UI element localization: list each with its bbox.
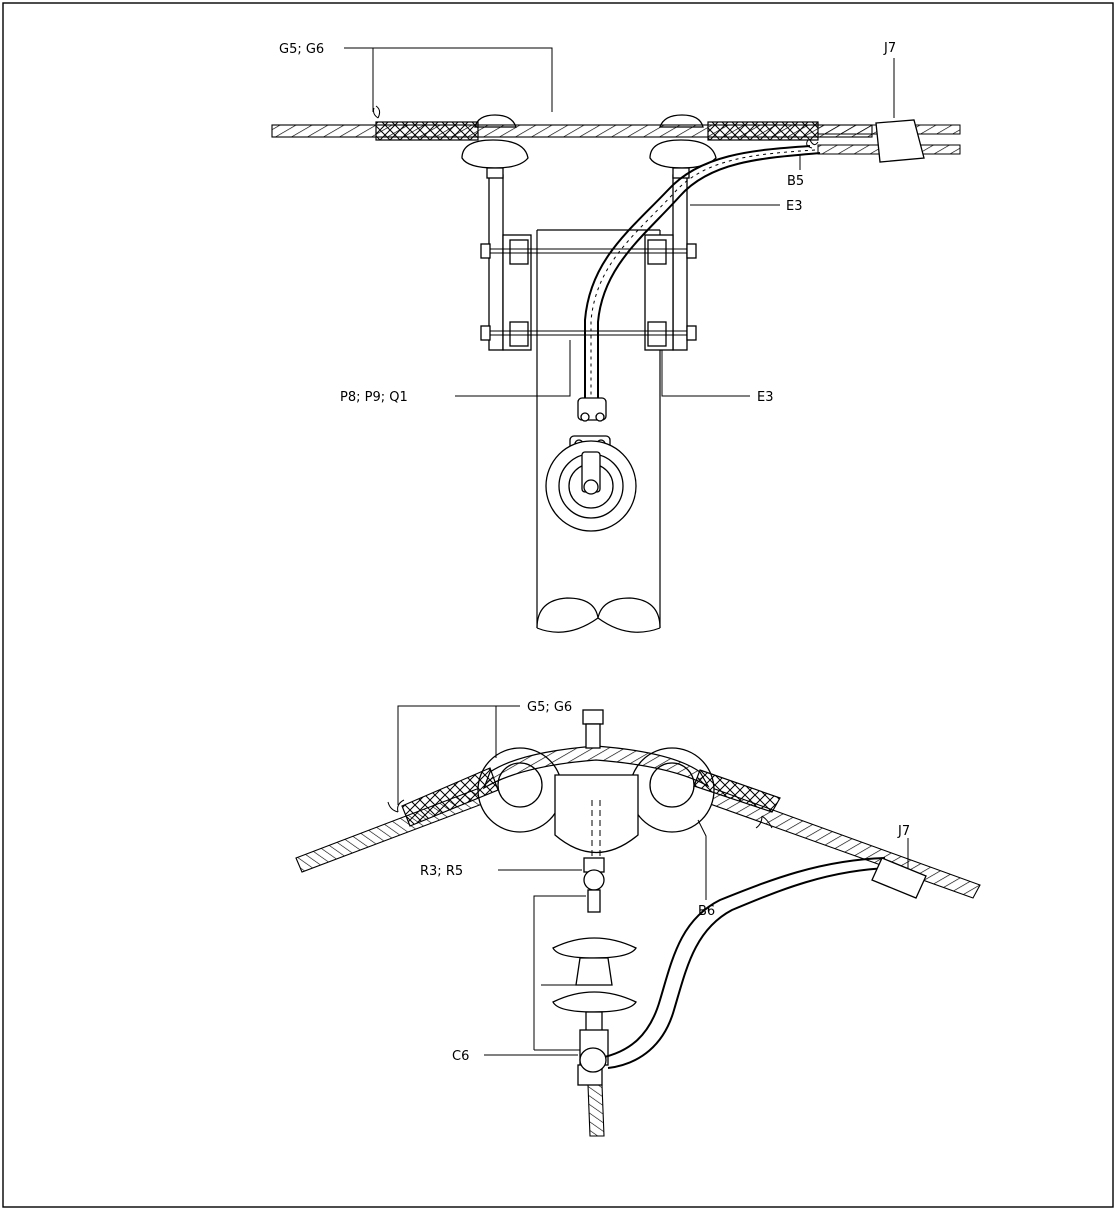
pole — [536, 229, 661, 633]
insulator-right — [649, 114, 717, 179]
jumper-clamp — [545, 397, 637, 532]
label-e3-lower: E3 — [757, 390, 774, 405]
j7-connector-top — [875, 119, 925, 163]
label-b5: B5 — [787, 174, 804, 189]
label-g5-g6-top: G5; G6 — [279, 42, 324, 57]
left-bracket — [480, 174, 532, 351]
label-j7-bottom: J7 — [897, 824, 910, 839]
right-bracket — [644, 174, 697, 351]
label-c6: C6 — [452, 1049, 469, 1064]
insulator-left — [461, 114, 529, 179]
j7-connector-bottom — [871, 857, 927, 899]
label-j7-top: J7 — [883, 41, 896, 56]
bottom-assembly — [295, 705, 981, 1137]
label-e3-upper: E3 — [786, 199, 803, 214]
label-b6: B6 — [698, 904, 715, 919]
label-g5-g6-bottom: G5; G6 — [527, 700, 572, 715]
label-r3-r5: R3; R5 — [420, 864, 463, 879]
label-p8-p9-q1: P8; P9; Q1 — [340, 390, 408, 405]
top-assembly — [271, 47, 961, 633]
